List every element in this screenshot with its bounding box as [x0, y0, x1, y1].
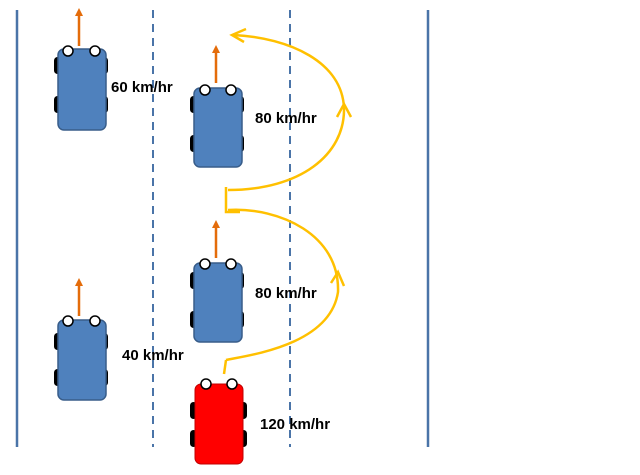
overtaking-path-upper	[227, 27, 353, 192]
car-blue-mid-top	[190, 45, 244, 168]
car-blue-mid-lower	[190, 220, 244, 343]
car-blue-left-bottom	[54, 278, 108, 401]
speed-label-mid-lower: 80 km/hr	[255, 285, 317, 302]
speed-label-mid-top: 80 km/hr	[255, 110, 317, 127]
car-blue-left-top	[54, 8, 108, 131]
overtaking-path-lower	[222, 187, 346, 375]
car-red-overtaking	[190, 378, 247, 465]
speed-label-left-bottom: 40 km/hr	[122, 347, 184, 364]
speed-label-red: 120 km/hr	[260, 416, 330, 433]
speed-label-left-top: 60 km/hr	[111, 79, 173, 96]
